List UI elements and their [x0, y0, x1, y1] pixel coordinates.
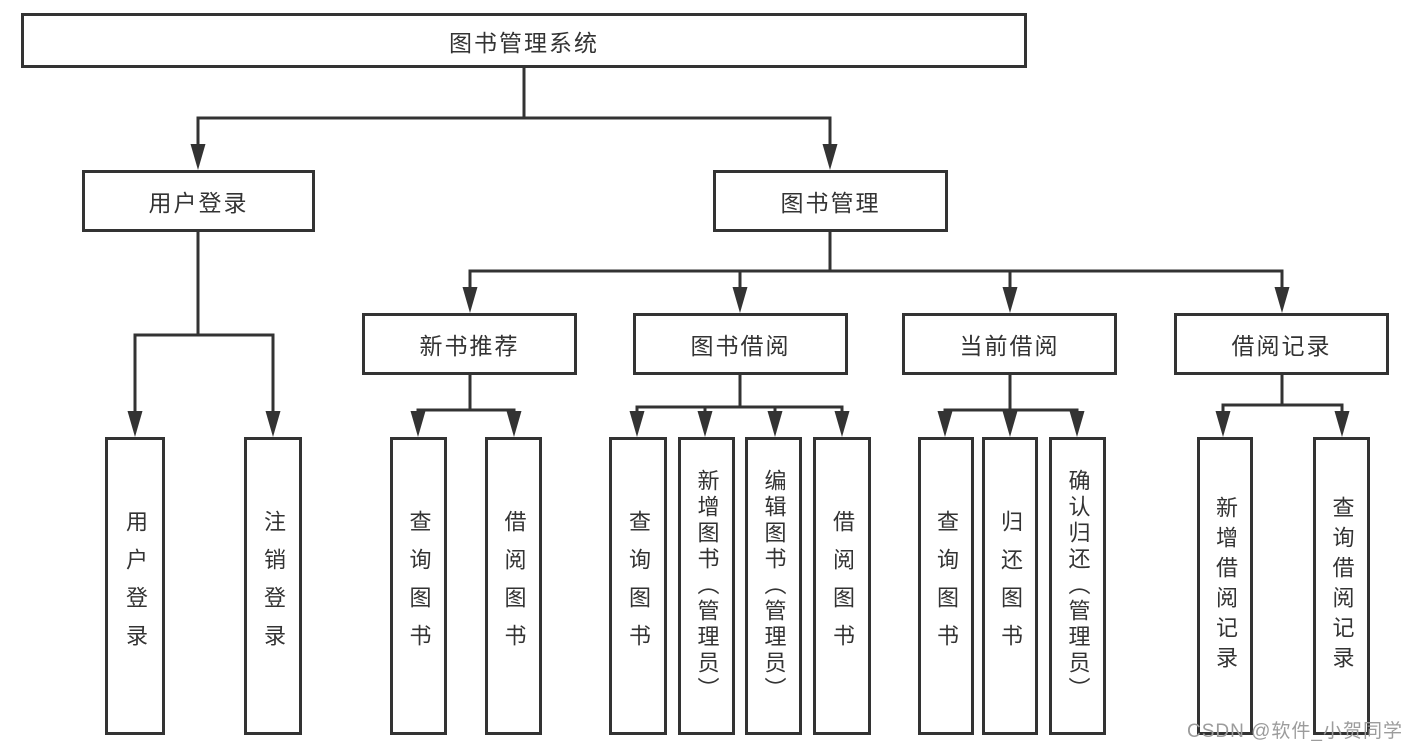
leaf-label: 新增借阅记录: [1213, 496, 1238, 676]
leaf-label: 新增图书（管理员）: [694, 469, 720, 703]
new-book-connector: [416, 375, 516, 416]
leaf-query-books-current: 查询图书: [918, 437, 974, 735]
borrow-record-connector-arrows: [1215, 411, 1350, 437]
node-book-mgmt-branch: 图书管理: [713, 170, 948, 232]
current-borrow-connector-arrows: [937, 411, 1085, 437]
node-label: 图书管理: [780, 190, 881, 216]
csdn-watermark: CSDN @软件_小贺同学: [1187, 721, 1403, 742]
user-login-connector: [133, 232, 275, 414]
user-login-connector-arrows: [127, 411, 281, 437]
leaf-add-book-admin: 新增图书（管理员）: [678, 437, 735, 735]
node-new-book-recommend: 新书推荐: [362, 313, 577, 375]
leaf-label: 借阅图书: [501, 510, 527, 662]
node-label: 当前借阅: [959, 333, 1060, 359]
node-root-system: 图书管理系统: [21, 13, 1027, 68]
current-borrow-connector: [943, 375, 1079, 416]
node-label: 图书管理系统: [449, 29, 599, 56]
book-mgmt-connector-arrows: [462, 287, 1290, 313]
root-connector-arrows: [190, 144, 838, 170]
leaf-label: 用户登录: [123, 510, 148, 662]
leaf-edit-book-admin: 编辑图书（管理员）: [745, 437, 802, 735]
node-book-borrow: 图书借阅: [633, 313, 848, 375]
node-borrow-record: 借阅记录: [1174, 313, 1389, 375]
root-connector: [196, 68, 832, 148]
leaf-confirm-return-admin: 确认归还（管理员）: [1049, 437, 1106, 735]
node-label: 用户登录: [148, 190, 249, 216]
leaf-user-login: 用户登录: [105, 437, 165, 735]
leaf-add-borrow-record: 新增借阅记录: [1197, 437, 1253, 735]
new-book-connector-arrows: [410, 411, 522, 437]
leaf-label: 查询借阅记录: [1329, 496, 1355, 676]
leaf-query-borrow-record: 查询借阅记录: [1313, 437, 1370, 735]
leaf-label: 查询图书: [626, 510, 651, 662]
leaf-label: 借阅图书: [830, 510, 855, 662]
leaf-label: 编辑图书（管理员）: [761, 469, 787, 703]
leaf-return-book: 归还图书: [982, 437, 1038, 735]
leaf-label: 确认归还（管理员）: [1065, 469, 1091, 703]
borrow-record-connector: [1221, 375, 1344, 416]
leaf-borrow-books-recommend: 借阅图书: [485, 437, 542, 735]
leaf-label: 查询图书: [934, 510, 959, 662]
node-label: 新书推荐: [419, 333, 520, 359]
node-label: 借阅记录: [1231, 333, 1332, 359]
leaf-query-books-recommend: 查询图书: [390, 437, 447, 735]
book-borrow-connector-arrows: [629, 411, 850, 437]
leaf-label: 归还图书: [998, 510, 1023, 662]
leaf-label: 注销登录: [261, 510, 286, 662]
node-current-borrow: 当前借阅: [902, 313, 1117, 375]
leaf-query-books-borrow: 查询图书: [609, 437, 667, 735]
leaf-logout: 注销登录: [244, 437, 302, 735]
node-label: 图书借阅: [690, 333, 791, 359]
node-user-login-branch: 用户登录: [82, 170, 315, 232]
book-mgmt-connector: [468, 232, 1284, 290]
book-borrow-connector: [635, 375, 844, 416]
leaf-borrow-books: 借阅图书: [813, 437, 871, 735]
leaf-label: 查询图书: [406, 510, 432, 662]
